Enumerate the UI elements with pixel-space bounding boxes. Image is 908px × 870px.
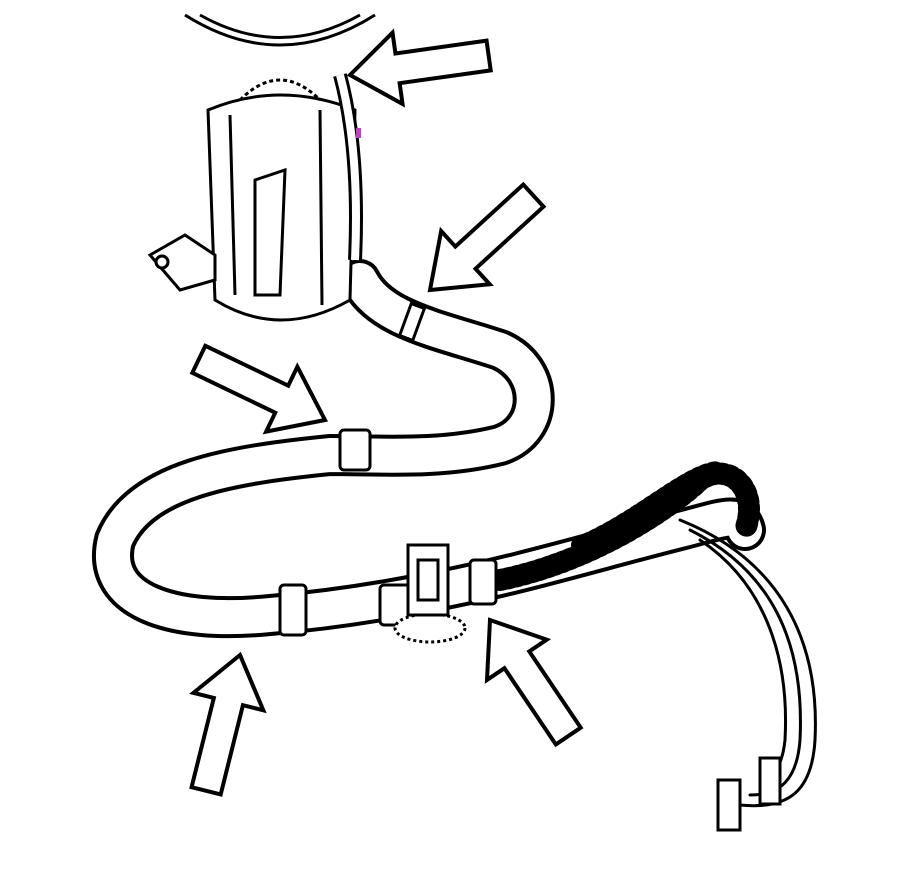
- module-flange: [184, 13, 376, 47]
- callout-arrow-3: [189, 343, 329, 435]
- callout-arrows: [189, 28, 584, 797]
- callout-arrow-5: [484, 617, 584, 748]
- inline-connector: [393, 543, 467, 644]
- callout-arrow-4: [189, 651, 267, 797]
- end-connectors: [716, 756, 782, 832]
- wiring-hose: [92, 259, 817, 808]
- fuel-pump-module: [147, 73, 363, 322]
- callout-arrow-1: [346, 28, 493, 108]
- callout-arrow-2: [427, 181, 547, 293]
